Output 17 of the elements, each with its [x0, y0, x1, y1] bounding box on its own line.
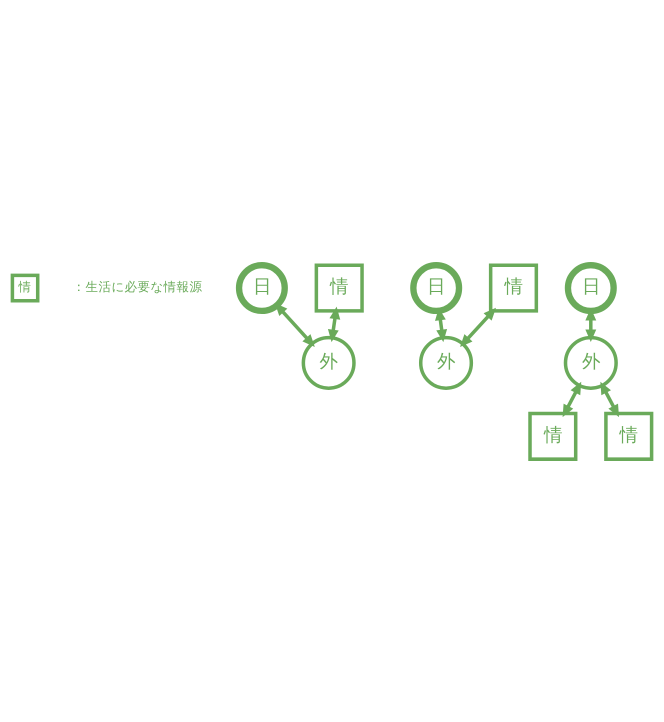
arrow	[562, 381, 582, 417]
arrow	[274, 302, 315, 346]
node-box: 情	[528, 411, 578, 460]
node-label: ：生活に必要な情報源	[72, 278, 202, 294]
node-circle: 外	[302, 335, 356, 390]
arrow	[328, 306, 340, 342]
node-box: 情	[604, 411, 654, 460]
arrow	[600, 381, 620, 417]
node-box: 情	[314, 262, 364, 312]
node-circle: 日	[564, 262, 617, 314]
node-circle: 日	[410, 262, 462, 314]
arrow	[460, 307, 496, 346]
node-circle: 外	[564, 335, 618, 390]
node-circle: 日	[236, 262, 288, 314]
node-box: 情	[10, 273, 40, 302]
node-circle: 外	[418, 335, 474, 390]
node-box: 情	[488, 262, 538, 312]
